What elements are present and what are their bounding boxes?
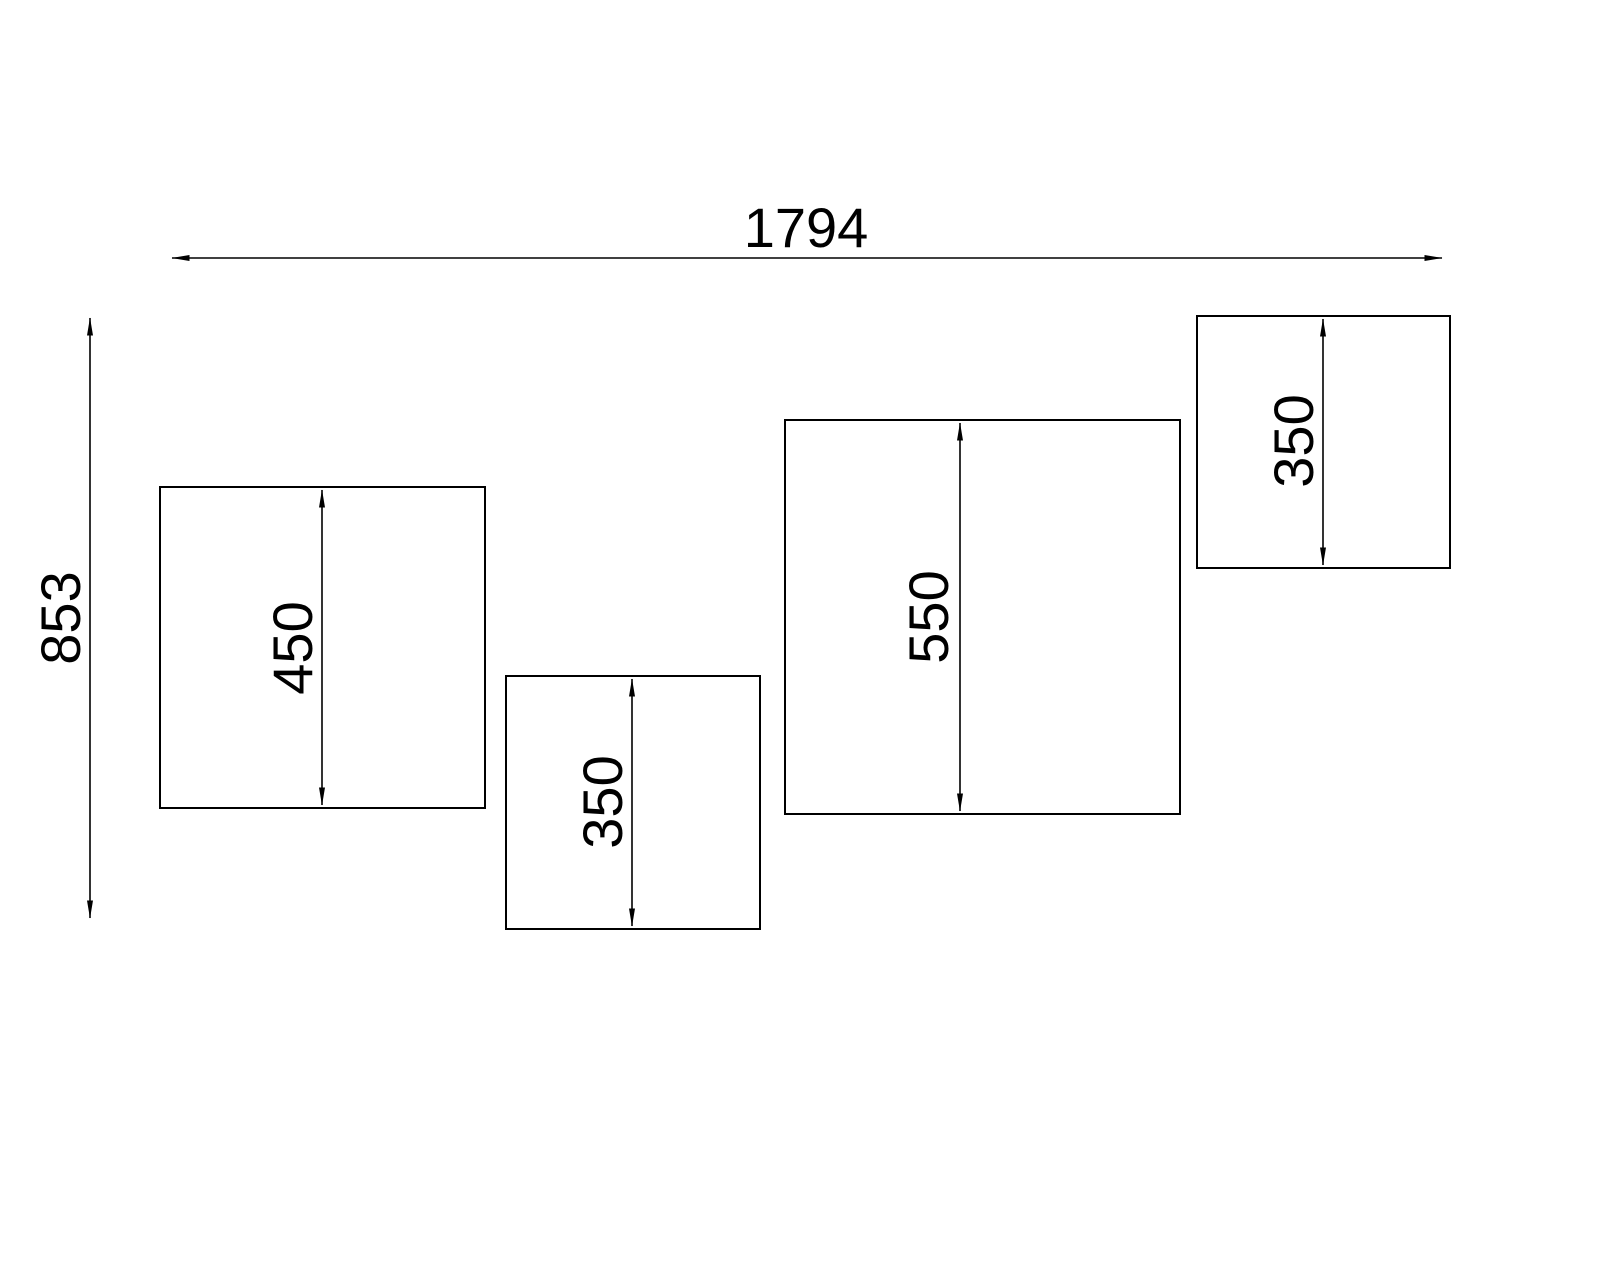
overall-height-dimension: 853 <box>29 317 93 919</box>
box-2: 350 <box>505 675 761 930</box>
box-3-outline <box>784 419 1181 815</box>
overall-height-dimension-label: 853 <box>29 571 92 664</box>
overall-width-dimension-label: 1794 <box>744 196 869 259</box>
overall-width-dimension: 1794 <box>171 196 1443 261</box>
box-4: 350 <box>1196 315 1451 569</box>
box-1-height-label: 450 <box>261 601 324 694</box>
box-2-height-label: 350 <box>571 755 634 848</box>
box-1: 450 <box>159 486 486 809</box>
box-4-height-label: 350 <box>1262 394 1325 487</box>
box-3: 550 <box>784 419 1181 815</box>
box-3-height-label: 550 <box>897 570 960 663</box>
